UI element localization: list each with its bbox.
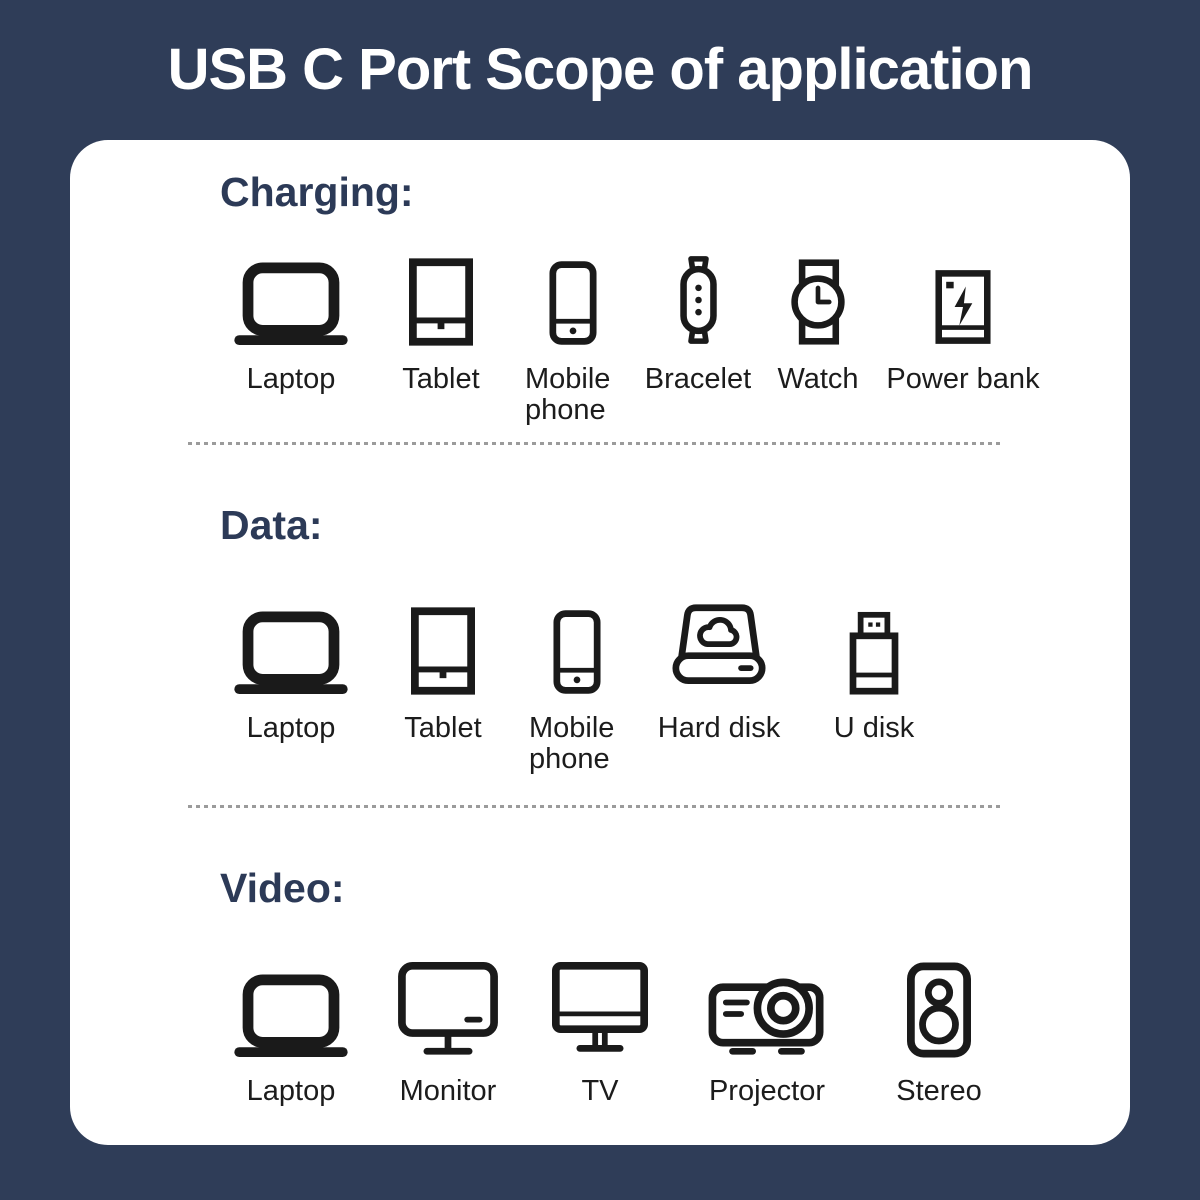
item-laptop: Laptop — [215, 256, 367, 395]
item-label: U disk — [833, 712, 915, 744]
item-stereo: Stereo — [863, 958, 1015, 1107]
section-divider — [188, 442, 1000, 445]
hard-disk-icon — [667, 604, 771, 695]
laptop-icon — [232, 958, 350, 1058]
watch-icon — [789, 256, 847, 346]
laptop-icon — [232, 256, 350, 346]
page-title: USB C Port Scope of application — [167, 37, 1034, 102]
item-label: TV — [581, 1075, 619, 1107]
mobile-phone-icon — [553, 605, 601, 695]
item-tablet: Tablet — [373, 256, 509, 395]
item-label: Stereo — [896, 1075, 982, 1107]
section-heading-charging: Charging: — [220, 169, 414, 215]
monitor-icon — [398, 958, 498, 1058]
bracelet-icon — [677, 256, 720, 346]
item-laptop: Laptop — [215, 958, 367, 1107]
item-watch: Watch — [765, 256, 871, 395]
icon-row-charging: Laptop Tablet — [215, 256, 1130, 426]
section-heading-data: Data: — [220, 502, 323, 548]
icon-row-data: Laptop Tablet — [215, 604, 1130, 775]
section-divider — [188, 805, 1000, 808]
item-label: Hard disk — [657, 712, 781, 744]
item-label: Power bank — [886, 363, 1040, 395]
section-charging: Charging: Laptop — [70, 168, 1130, 426]
tablet-icon — [409, 256, 473, 346]
u-disk-icon — [846, 605, 902, 695]
item-hard-disk: Hard disk — [643, 604, 795, 744]
item-label: Tablet — [404, 712, 482, 744]
item-label: Mobile phone — [529, 712, 615, 775]
item-bracelet: Bracelet — [637, 256, 759, 395]
item-mobile-phone: Mobile phone — [515, 256, 631, 426]
mobile-phone-icon — [549, 256, 597, 346]
stereo-icon — [907, 958, 971, 1058]
item-label: Mobile phone — [525, 363, 611, 426]
item-monitor: Monitor — [377, 958, 519, 1107]
section-heading-video: Video: — [220, 865, 345, 911]
projector-icon — [708, 958, 826, 1058]
item-power-bank: Power bank — [877, 256, 1049, 395]
icon-row-video: Laptop Monitor — [215, 958, 1130, 1107]
item-label: Bracelet — [644, 363, 752, 395]
item-label: Laptop — [246, 363, 336, 395]
item-label: Tablet — [402, 363, 480, 395]
section-video: Video: Laptop — [70, 864, 1130, 1107]
item-projector: Projector — [681, 958, 853, 1107]
item-tablet: Tablet — [375, 605, 511, 744]
item-laptop: Laptop — [215, 605, 367, 744]
item-label: Laptop — [246, 712, 336, 744]
power-bank-icon — [935, 256, 991, 346]
item-label: Monitor — [399, 1075, 497, 1107]
item-label: Laptop — [246, 1075, 336, 1107]
section-data: Data: Laptop — [70, 501, 1130, 775]
laptop-icon — [232, 605, 350, 695]
tablet-icon — [411, 605, 475, 695]
item-u-disk: U disk — [803, 605, 945, 744]
item-label: Watch — [777, 363, 859, 395]
item-tv: TV — [529, 958, 671, 1107]
item-mobile-phone: Mobile phone — [519, 605, 635, 775]
item-label: Projector — [708, 1075, 826, 1107]
tv-icon — [552, 958, 648, 1058]
content-card: Charging: Laptop — [70, 140, 1130, 1145]
